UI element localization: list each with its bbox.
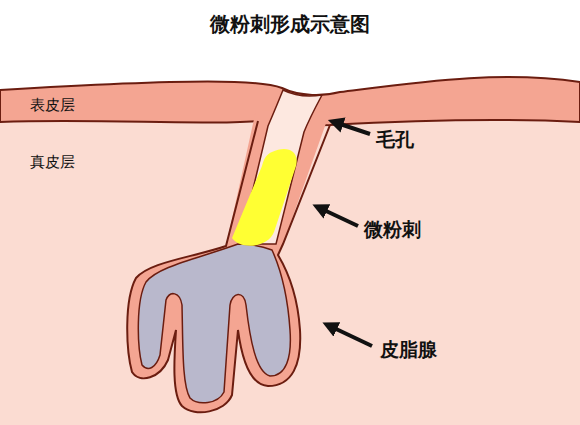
dermis [0, 80, 580, 425]
part-label: 毛孔 [376, 128, 414, 151]
follicle-outline [127, 121, 330, 412]
follicle-lining [127, 110, 330, 412]
layer-label: 真皮层 [30, 153, 75, 171]
leader-arrow [324, 210, 358, 226]
part-label: 微粉刺 [364, 218, 421, 241]
diagram-title: 微粉刺形成示意图 [210, 12, 370, 36]
sebaceous-gland [138, 244, 290, 403]
leader-arrow [334, 328, 372, 346]
layer-label: 表皮层 [30, 96, 75, 114]
leader-arrow [340, 124, 370, 134]
micro-comedone [232, 149, 297, 246]
part-label: 皮脂腺 [380, 338, 437, 361]
